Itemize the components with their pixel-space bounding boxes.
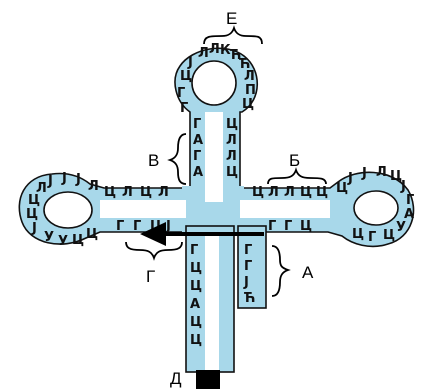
- left-loop-hole: [44, 192, 92, 228]
- right-stem-glyph: Ц: [300, 219, 312, 234]
- top-stem-glyph: А: [193, 133, 203, 148]
- label-e: Е: [226, 9, 237, 28]
- top-loop-glyph: П: [245, 83, 256, 98]
- left-loop-glyph: Л: [88, 179, 99, 194]
- left-stem-glyph: Г: [116, 219, 124, 234]
- top-loop-glyph: Л: [198, 46, 209, 61]
- left-loop-glyph: Ј: [31, 221, 37, 236]
- right-loop-glyph: Ј: [400, 179, 406, 194]
- bracket-a: [272, 246, 288, 296]
- right-loop-glyph: Г: [368, 230, 376, 245]
- acceptor-glyph: Ц: [190, 333, 202, 348]
- top-loop-glyph: Ц: [180, 69, 192, 84]
- top-loop-glyph: Ј: [187, 55, 193, 70]
- right-loop-glyph: У: [396, 220, 406, 235]
- left-loop-glyph: Ј: [47, 174, 53, 189]
- label-b: Б: [289, 151, 300, 170]
- top-loop-hole: [192, 61, 236, 105]
- right-stem-glyph: Г: [284, 219, 292, 234]
- left-loop-glyph: У: [58, 234, 68, 249]
- lower-right-glyph: Ј: [243, 275, 249, 290]
- right-stem-glyph: Ц: [252, 185, 264, 200]
- center-hole-bottom: [205, 236, 219, 370]
- left-loop-glyph: Ц: [26, 207, 38, 222]
- top-stem-glyph: Г: [193, 117, 201, 132]
- top-loop-glyph: Л: [209, 42, 220, 57]
- top-stem-glyph: Г: [193, 149, 201, 164]
- bracket-b: [268, 170, 326, 184]
- left-stem-glyph: Г: [133, 219, 141, 234]
- acceptor-glyph: А: [190, 297, 200, 312]
- label-g: Г: [146, 267, 155, 286]
- acceptor-glyph: Ц: [190, 315, 202, 330]
- acceptor-glyph: Г: [190, 243, 198, 258]
- right-stem-glyph: Ц: [316, 185, 328, 200]
- top-stem-glyph: Л: [226, 149, 237, 164]
- left-loop-glyph: Ј: [61, 171, 67, 186]
- lower-right-glyph: Г: [244, 243, 252, 258]
- right-loop-glyph: Ј: [347, 171, 353, 186]
- acceptor-glyph: Ц: [190, 279, 202, 294]
- label-a: А: [302, 263, 314, 282]
- right-stem-glyph: Л: [284, 185, 295, 200]
- label-d: Д: [170, 369, 182, 388]
- right-loop-glyph: Ј: [361, 166, 367, 181]
- terminal-block: [196, 370, 220, 389]
- right-loop-glyph: Л: [376, 165, 387, 180]
- top-loop-glyph: Ц: [242, 97, 254, 112]
- left-loop-glyph: Ц: [86, 227, 98, 242]
- top-stem-glyph: Л: [226, 133, 237, 148]
- bracket-v: [170, 134, 186, 184]
- right-loop-glyph: Ц: [336, 181, 348, 196]
- top-stem-glyph: А: [193, 165, 203, 180]
- left-loop-glyph: Ц: [72, 233, 84, 248]
- left-loop-glyph: Ј: [75, 172, 81, 187]
- right-loop-glyph: Г: [406, 193, 414, 208]
- top-stem-glyph: Ц: [226, 117, 238, 132]
- lower-right-glyph: Г: [244, 259, 252, 274]
- left-loop-glyph: У: [44, 230, 54, 245]
- acceptor-glyph: Ц: [190, 261, 202, 276]
- left-stem-glyph: Л: [122, 185, 133, 200]
- right-loop-glyph: Ц: [383, 228, 395, 243]
- label-v: В: [148, 151, 159, 170]
- top-loop-glyph: Г: [180, 101, 188, 116]
- right-stem-glyph: Г: [268, 219, 276, 234]
- right-stem-glyph: Л: [268, 185, 279, 200]
- right-loop-hole: [354, 191, 398, 225]
- bracket-g: [126, 242, 182, 258]
- left-stem-glyph: Ц: [104, 185, 116, 200]
- left-loop-glyph: Ц: [28, 193, 40, 208]
- left-stem-glyph: Л: [158, 185, 169, 200]
- lower-right-glyph: Ћ: [244, 291, 255, 306]
- top-loop-glyph: Л: [244, 69, 255, 84]
- center-hole-top-left: [100, 200, 186, 218]
- right-loop-glyph: Ц: [352, 227, 364, 242]
- center-hole-vertical: [205, 112, 223, 202]
- left-stem-glyph: Ц: [140, 185, 152, 200]
- center-hole-top-right: [240, 200, 330, 218]
- top-loop-glyph: Г: [177, 86, 185, 101]
- top-stem-glyph: Ц: [226, 165, 238, 180]
- right-stem-glyph: Ц: [300, 185, 312, 200]
